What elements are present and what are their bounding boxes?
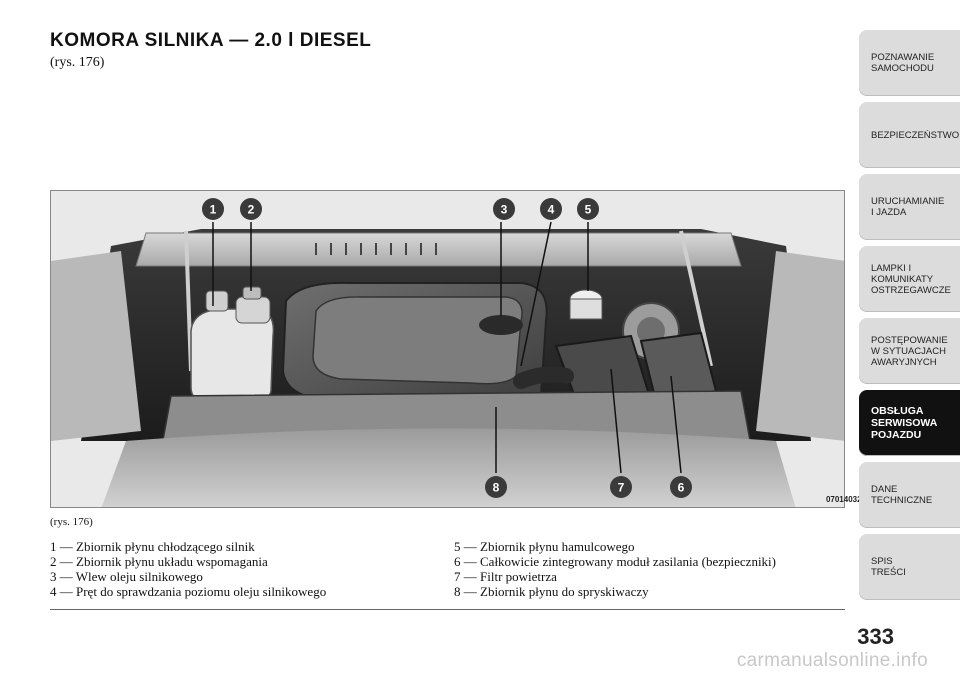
callout-4: 4 (540, 198, 562, 220)
tab-bezpieczenstwo[interactable]: BEZPIECZEŃSTWO (859, 102, 960, 168)
legend-item: 1 — Zbiornik płynu chłodzącego silnik (50, 539, 255, 554)
tab-uruchamianie-i-jazda[interactable]: URUCHAMIANIE I JAZDA (859, 174, 960, 240)
callout-2: 2 (240, 198, 262, 220)
callout-8: 8 (485, 476, 507, 498)
figure-code: 070140324 (825, 495, 866, 504)
tab-poznawanie-samochodu[interactable]: POZNAWANIE SAMOCHODU (859, 30, 960, 96)
svg-text:1: 1 (210, 203, 217, 217)
legend-item: 2 — Zbiornik płynu układu wspomagania (50, 554, 268, 569)
figure-caption: (rys. 176) (50, 516, 93, 528)
svg-text:7: 7 (618, 481, 625, 495)
parts-legend: 1 — Zbiornik płynu chłodzącego silnik 2 … (50, 539, 845, 610)
legend-item: 7 — Filtr powietrza (454, 569, 557, 584)
callout-1: 1 (202, 198, 224, 220)
legend-item: 4 — Pręt do sprawdzania poziomu oleju si… (50, 584, 327, 599)
svg-text:5: 5 (585, 203, 592, 217)
watermark: carmanualsonline.info (736, 650, 928, 671)
tab-lampki-i-komunikaty[interactable]: LAMPKI I KOMUNIKATY OSTRZEGAWCZE (859, 246, 960, 312)
tab-obsluga-serwisowa[interactable]: OBSŁUGA SERWISOWA POJAZDU (859, 390, 960, 456)
figure-reference: (rys. 176) (50, 55, 105, 70)
legend-column-right: 5 — Zbiornik płynu hamulcowego 6 — Całko… (454, 539, 776, 599)
tab-dane-techniczne[interactable]: DANE TECHNICZNE (859, 462, 960, 528)
engine-bay-figure: 1 2 3 4 5 6 7 8 (50, 190, 845, 508)
svg-text:6: 6 (678, 481, 685, 495)
legend-item: 3 — Wlew oleju silnikowego (50, 569, 203, 584)
svg-text:2: 2 (248, 203, 255, 217)
engine-bay-illustration: 1 2 3 4 5 6 7 8 (51, 191, 844, 507)
callout-6: 6 (670, 476, 692, 498)
callout-5: 5 (577, 198, 599, 220)
svg-text:4: 4 (548, 203, 555, 217)
legend-item: 8 — Zbiornik płynu do spryskiwaczy (454, 584, 649, 599)
legend-column-left: 1 — Zbiornik płynu chłodzącego silnik 2 … (50, 539, 326, 599)
legend-item: 6 — Całkowicie zintegrowany moduł zasila… (454, 554, 776, 569)
callout-7: 7 (610, 476, 632, 498)
tab-spis-tresci[interactable]: SPIS TREŚCI (859, 534, 960, 600)
svg-text:8: 8 (493, 481, 500, 495)
page-title: KOMORA SILNIKA — 2.0 l DIESEL (50, 30, 372, 51)
svg-text:3: 3 (501, 203, 508, 217)
callout-3: 3 (493, 198, 515, 220)
legend-item: 5 — Zbiornik płynu hamulcowego (454, 539, 635, 554)
page-number: 333 (857, 624, 894, 649)
tab-postepowanie-awaryjne[interactable]: POSTĘPOWANIE W SYTUACJACH AWARYJNYCH (859, 318, 960, 384)
